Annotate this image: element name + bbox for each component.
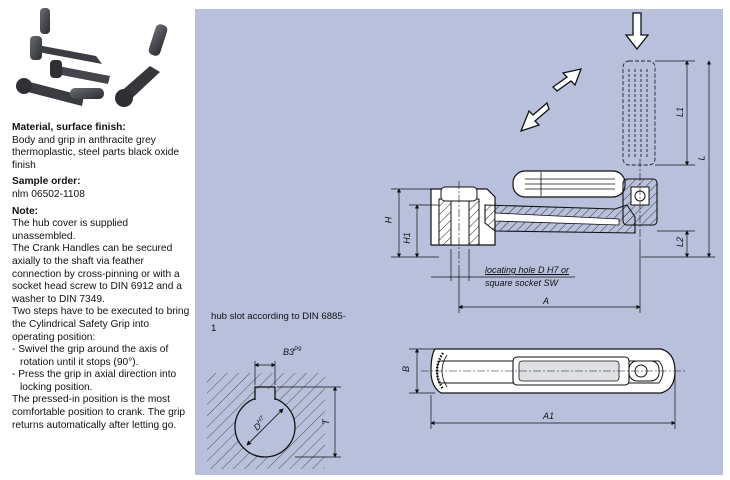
product-photo <box>16 8 168 107</box>
side-view-dimensions <box>391 60 715 313</box>
dim-l1-label: L1 <box>675 106 686 118</box>
push-down-arrow-icon <box>624 12 650 51</box>
top-view-dimensions <box>409 348 676 429</box>
note-closing: The pressed-in position is the most comf… <box>12 394 186 431</box>
dim-b-label: B <box>401 365 412 373</box>
note-bullets: - Swivel the grip around the axis of rot… <box>12 344 190 394</box>
technical-drawing-panel: L1 L L2 H H1 locating hole D H7 or squar… <box>195 9 723 475</box>
crank-top-view <box>421 348 685 394</box>
upright-grip-phantom <box>622 60 656 166</box>
dim-l-label: L <box>696 155 707 161</box>
dim-b3-label: B3P9 <box>283 347 301 357</box>
material-heading: Material, surface finish: <box>12 122 126 133</box>
note-heading: Note: <box>12 205 39 217</box>
locating-hole-label-line2: square socket SW <box>485 278 559 288</box>
note-bullet: - Swivel the grip around the axis of rot… <box>12 344 169 368</box>
note-bullet: - Press the grip in axial direction into… <box>12 369 177 393</box>
locating-hole-label-line1: locating hole D H7 or <box>485 265 570 275</box>
dim-b3-text: B3 <box>283 347 295 357</box>
swivel-arrow-icon <box>519 101 550 133</box>
left-column: Material, surface finish: Body and grip … <box>0 0 192 480</box>
dim-l2-label: L2 <box>675 236 686 248</box>
note-line: The Crank Handles can be secured axially… <box>12 243 182 305</box>
dim-a-label: A <box>543 296 550 306</box>
dim-b3-tolerance: P9 <box>294 347 302 353</box>
sample-order-text: nlm 06502-1108 <box>12 188 85 200</box>
note-line: Two steps have to be executed to bring t… <box>12 306 190 343</box>
technical-drawing <box>207 12 715 469</box>
dim-h1-label: H1 <box>401 232 412 244</box>
description-text: Material, surface finish: Body and grip … <box>12 122 190 432</box>
crank-side-section <box>430 159 658 271</box>
hub-slot-detail <box>207 361 341 469</box>
note-line: The hub cover is supplied unassembled. <box>12 218 129 242</box>
swivel-arrow-icon <box>551 68 583 92</box>
dim-a1-label: A1 <box>543 411 555 421</box>
material-text: Body and grip in anthracite grey thermop… <box>12 134 180 171</box>
hub-slot-caption: hub slot according to DIN 6885-1 <box>211 311 346 334</box>
sample-order-heading: Sample order: <box>12 176 81 188</box>
dim-t-label: T <box>320 419 331 425</box>
dim-h-label: H <box>383 216 394 224</box>
